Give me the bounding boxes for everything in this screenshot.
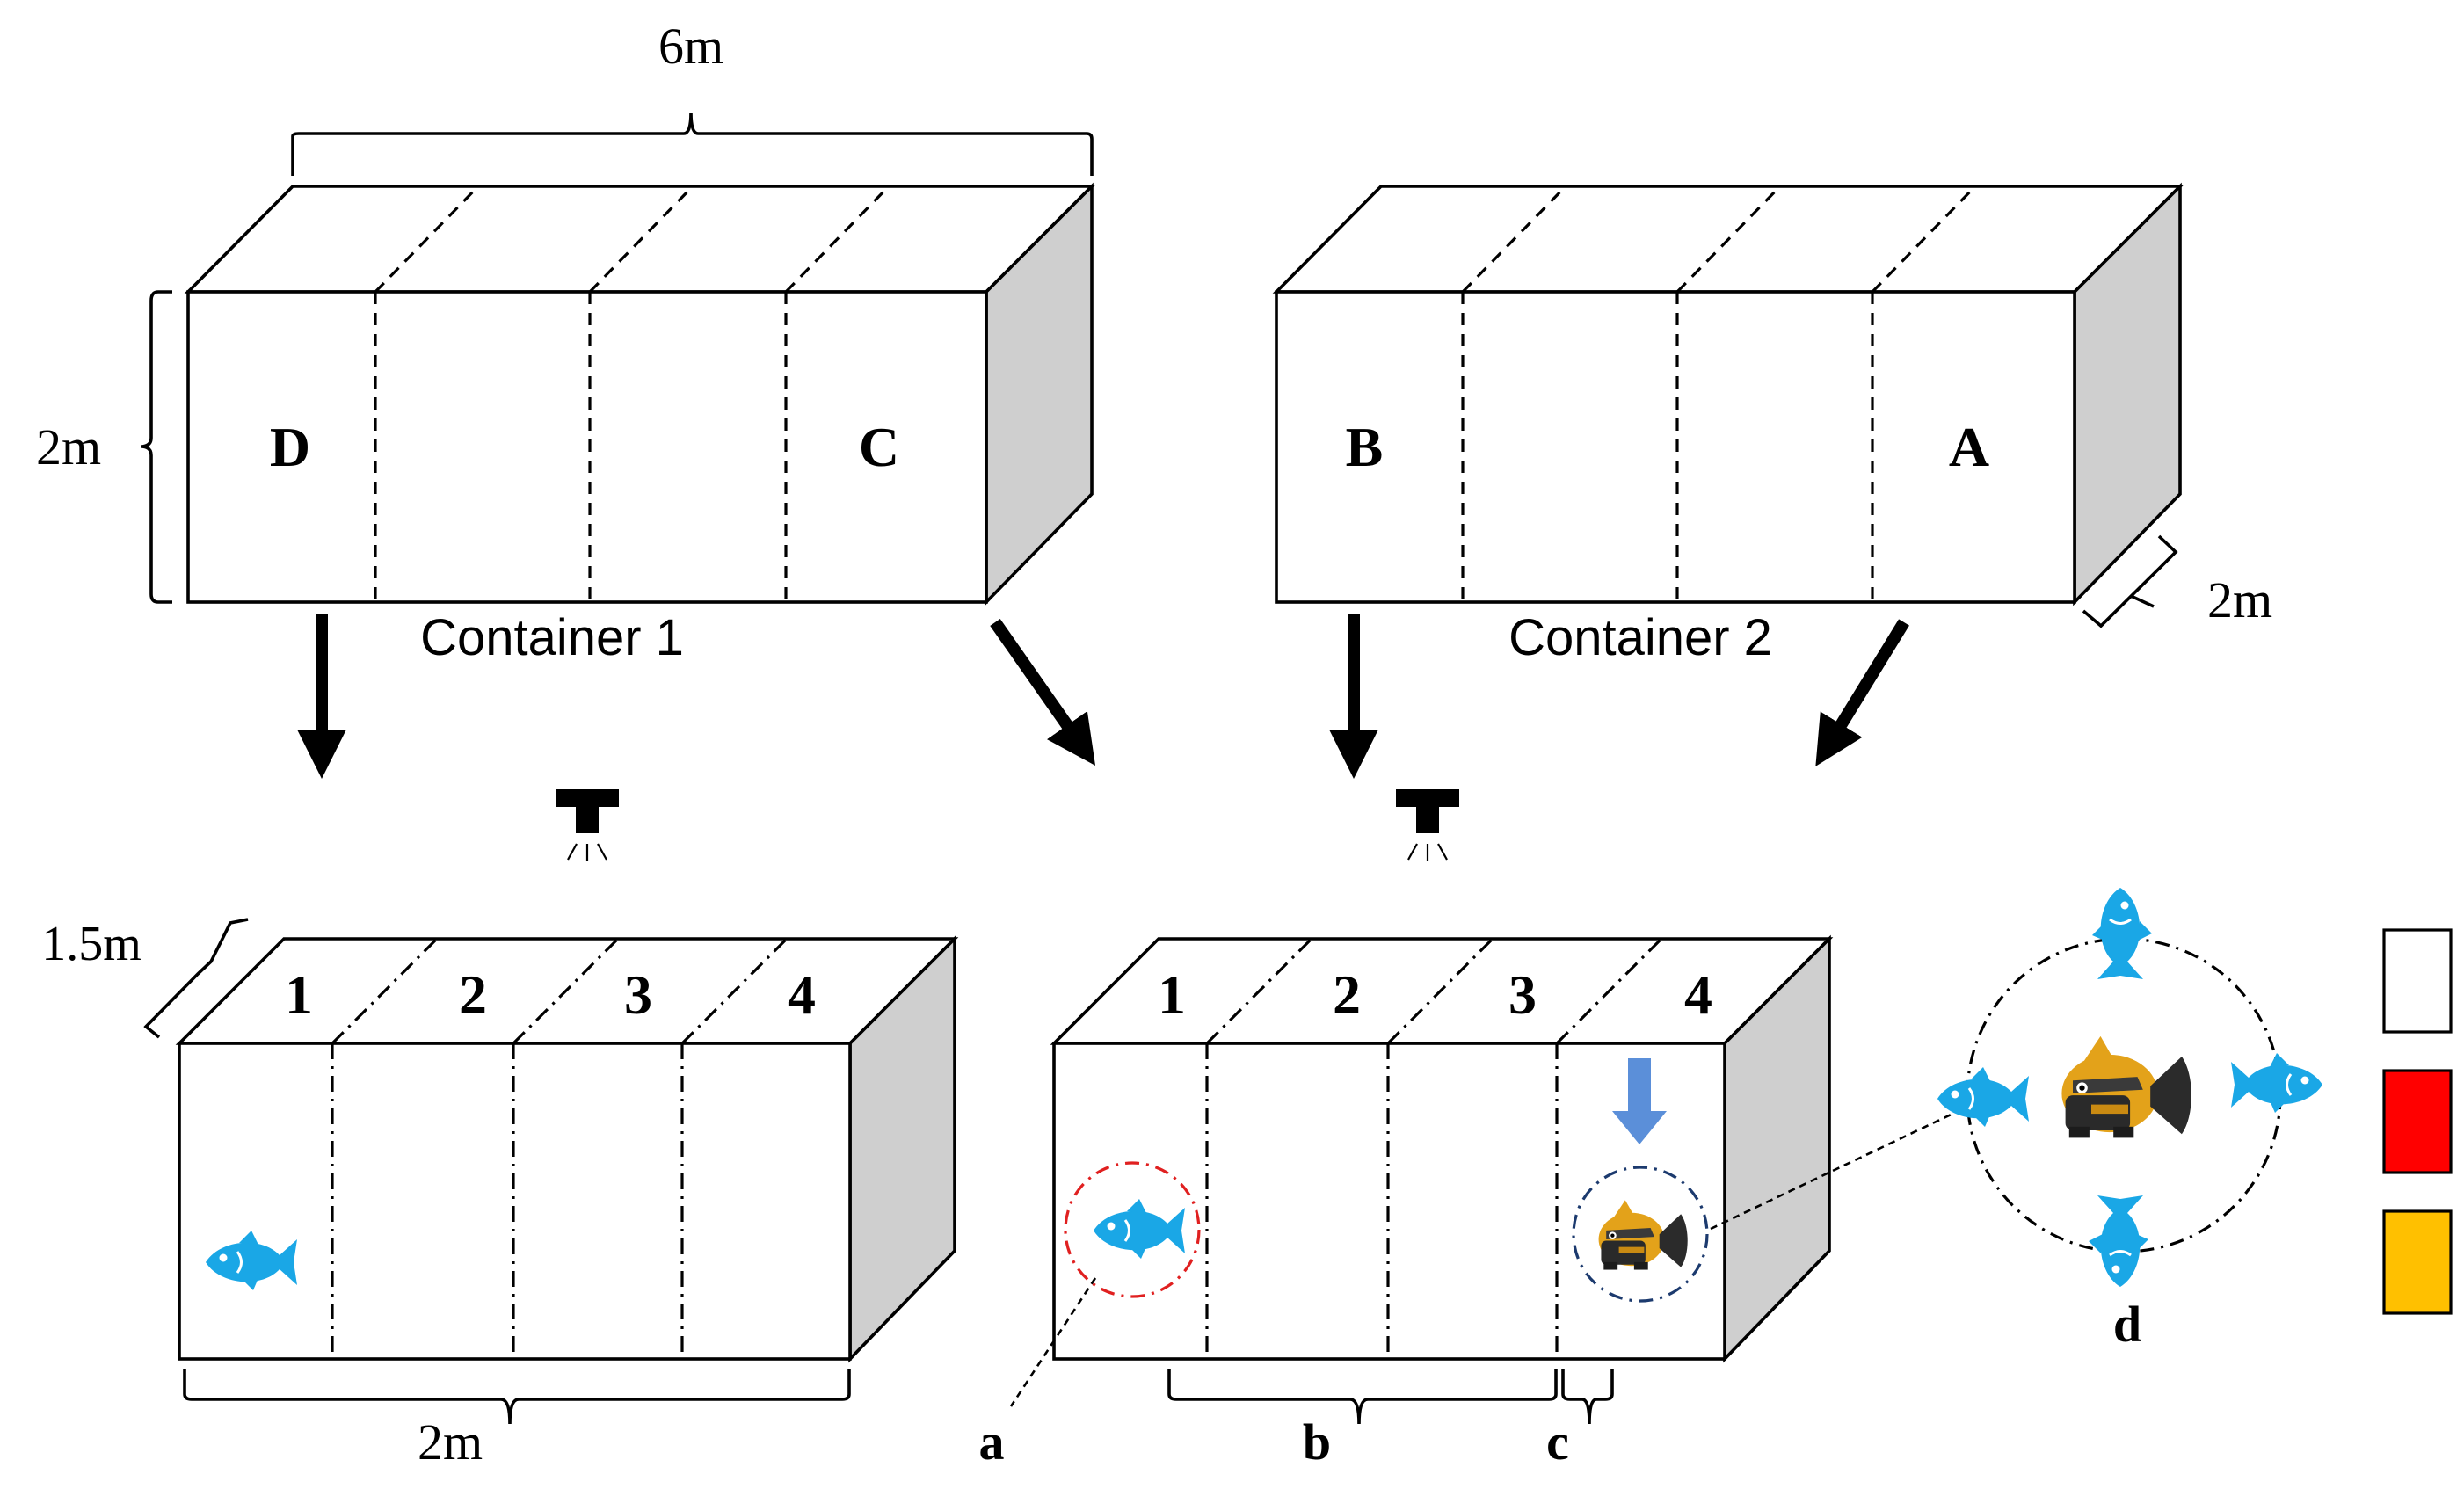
container-1: D C Container 1 bbox=[184, 182, 1096, 666]
tank-right-zone-4: 4 bbox=[1684, 963, 1712, 1026]
top-length-brace: 6m bbox=[291, 18, 1094, 176]
tank-left: 1 2 3 4 bbox=[175, 934, 959, 1363]
tank-left-zone-4: 4 bbox=[788, 963, 816, 1026]
legend-swatch-red bbox=[2382, 1069, 2453, 1174]
fish-icon bbox=[2229, 1051, 2324, 1115]
camera-light-icon bbox=[1394, 788, 1461, 863]
container-2: B A Container 2 bbox=[1272, 182, 2184, 666]
tank-left-zone-1: 1 bbox=[285, 963, 313, 1026]
blue-target-circle bbox=[1572, 1166, 1709, 1303]
detail-d: d bbox=[1936, 886, 2324, 1353]
tank-length-label: 2m bbox=[418, 1413, 483, 1471]
annotation-a: a bbox=[979, 1413, 1005, 1471]
tank-left-zone-2: 2 bbox=[459, 963, 487, 1026]
annotation-d: d bbox=[2113, 1296, 2141, 1353]
down-arrow-icon bbox=[1815, 619, 1909, 766]
container-2-front-face bbox=[1275, 290, 2076, 604]
tank-right-zone-2: 2 bbox=[1333, 963, 1361, 1026]
annotation-b: b bbox=[1303, 1413, 1331, 1471]
container-2-right-label: A bbox=[1949, 416, 1989, 478]
tank-right-zone-3: 3 bbox=[1508, 963, 1537, 1026]
legend-swatch-white bbox=[2382, 928, 2453, 1034]
color-legend bbox=[2382, 928, 2453, 1315]
fish-icon bbox=[1936, 1065, 2031, 1129]
top-length-label: 6m bbox=[658, 18, 723, 75]
container-1-front-face bbox=[186, 290, 988, 604]
down-arrow-icon bbox=[1612, 1058, 1667, 1144]
top-height-brace: 2m bbox=[36, 290, 172, 604]
camera-light-icon bbox=[554, 788, 621, 863]
annotation-c: c bbox=[1546, 1413, 1569, 1471]
flow-arrows bbox=[297, 614, 1909, 779]
legend-swatch-yellow bbox=[2382, 1209, 2453, 1315]
red-target-circle bbox=[1064, 1161, 1201, 1298]
tank-right-zone-1: 1 bbox=[1158, 963, 1186, 1026]
annotations: a b c bbox=[979, 1108, 1963, 1471]
tank-length-brace: 2m bbox=[183, 1369, 851, 1471]
tank-depth-label: 1.5m bbox=[41, 917, 142, 971]
container-2-caption: Container 2 bbox=[1508, 609, 1772, 666]
container-1-right-label: C bbox=[859, 416, 899, 478]
tank-left-zone-3: 3 bbox=[624, 963, 652, 1026]
container-1-left-label: D bbox=[270, 416, 310, 478]
top-height-label: 2m bbox=[36, 418, 101, 476]
robot-fish-icon bbox=[2061, 1035, 2191, 1138]
tank-depth-brace: 1.5m bbox=[41, 917, 249, 1039]
tank-right: 1 2 3 4 bbox=[1050, 934, 1834, 1363]
fish-icon bbox=[2087, 1194, 2150, 1289]
container-1-caption: Container 1 bbox=[420, 609, 684, 666]
top-depth-label: 2m bbox=[2207, 571, 2272, 628]
down-arrow-icon bbox=[990, 618, 1096, 766]
top-depth-brace: 2m bbox=[2082, 534, 2272, 628]
container-2-left-label: B bbox=[1346, 416, 1384, 478]
fish-icon bbox=[2090, 886, 2154, 981]
